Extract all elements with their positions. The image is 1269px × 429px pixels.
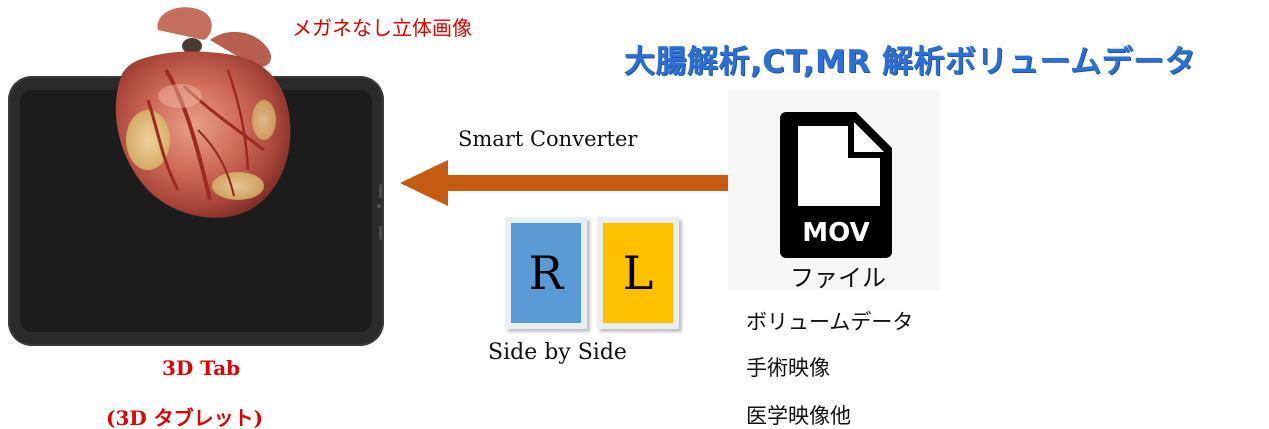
tablet-sublabel: (3D タブレット) <box>106 406 264 429</box>
tablet-camera <box>377 204 381 208</box>
glasses-free-caption: メガネなし立体画像 <box>292 16 472 40</box>
right-panel: L <box>597 217 679 329</box>
file-label: ファイル <box>790 264 886 292</box>
l-letter: L <box>603 223 673 323</box>
r-letter: R <box>511 223 581 323</box>
left-panel: R <box>505 217 587 329</box>
tablet-side-button <box>379 184 382 198</box>
list-item-medical-video: 医学映像他 <box>746 404 851 428</box>
side-by-side-label: Side by Side <box>488 340 627 365</box>
mov-file-icon: MOV <box>780 112 892 258</box>
converter-label: Smart Converter <box>458 127 638 151</box>
left-arrow-icon <box>400 160 728 206</box>
list-item-volume-data: ボリュームデータ <box>746 310 914 334</box>
heart-illustration <box>115 7 291 218</box>
side-by-side-diagram: R L <box>505 213 693 333</box>
tablet-side-button <box>379 226 382 240</box>
main-title: 大腸解析,CT,MR 解析ボリュームデータ <box>624 44 1197 80</box>
mov-icon-text: MOV <box>802 218 869 248</box>
list-item-surgery-video: 手術映像 <box>746 356 830 380</box>
tablet-label: 3D Tab <box>162 356 241 380</box>
